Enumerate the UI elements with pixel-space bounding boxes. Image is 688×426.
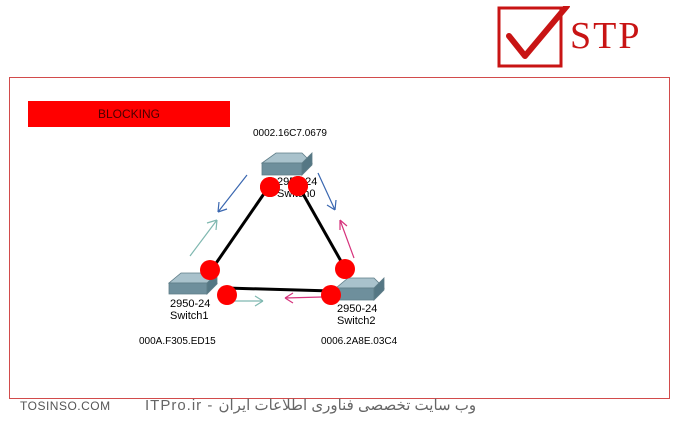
switch2-label: 2950-24 Switch2 xyxy=(337,303,377,327)
switch2-mac: 0006.2A8E.03C4 xyxy=(321,336,398,347)
link-switch0-switch1 xyxy=(208,184,272,273)
port-state-badge: BLOCKING xyxy=(28,101,230,127)
switch0-model: 2950-24 xyxy=(277,176,318,188)
switch1-mac: 000A.F305.ED15 xyxy=(139,336,216,347)
switch0-label: 2950-24 Switch0 xyxy=(277,176,317,200)
bpdu-arrow-blue-right xyxy=(317,172,337,211)
switch2-model: 2950-24 xyxy=(337,303,378,315)
link-switch1-switch2 xyxy=(225,286,333,293)
switch0-mac: 0002.16C7.0679 xyxy=(253,128,327,139)
switch2-icon xyxy=(334,277,385,301)
port-dot-switch2-left xyxy=(321,285,341,305)
bpdu-arrow-pink-right xyxy=(339,219,355,259)
switch1-label: 2950-24 Switch1 xyxy=(170,298,210,322)
bpdu-arrow-teal-left xyxy=(189,219,218,257)
bpdu-arrow-pink-bottom xyxy=(284,292,323,304)
switch0-icon xyxy=(260,152,313,176)
switch1-model: 2950-24 xyxy=(170,298,211,310)
port-dot-switch2-top xyxy=(335,259,355,279)
switch0-name: Switch0 xyxy=(277,188,316,200)
switch2-name: Switch2 xyxy=(337,315,376,327)
bpdu-arrow-blue-left xyxy=(217,174,248,213)
footer-site-tosinso: TOSINSO.COM xyxy=(20,399,111,413)
link-switch0-switch2 xyxy=(296,184,348,271)
diagram-frame xyxy=(9,77,670,399)
port-dot-switch1-top xyxy=(200,260,220,280)
footer-site-itpro: ITPro.ir - وب سایت تخصصی فناوری اطلاعات … xyxy=(145,397,477,414)
switch1-name: Switch1 xyxy=(170,310,209,322)
switch1-icon xyxy=(167,272,218,295)
port-dot-switch1-right xyxy=(217,285,237,305)
stp-logo-icon xyxy=(497,6,570,68)
logo-text: STP xyxy=(570,15,642,57)
